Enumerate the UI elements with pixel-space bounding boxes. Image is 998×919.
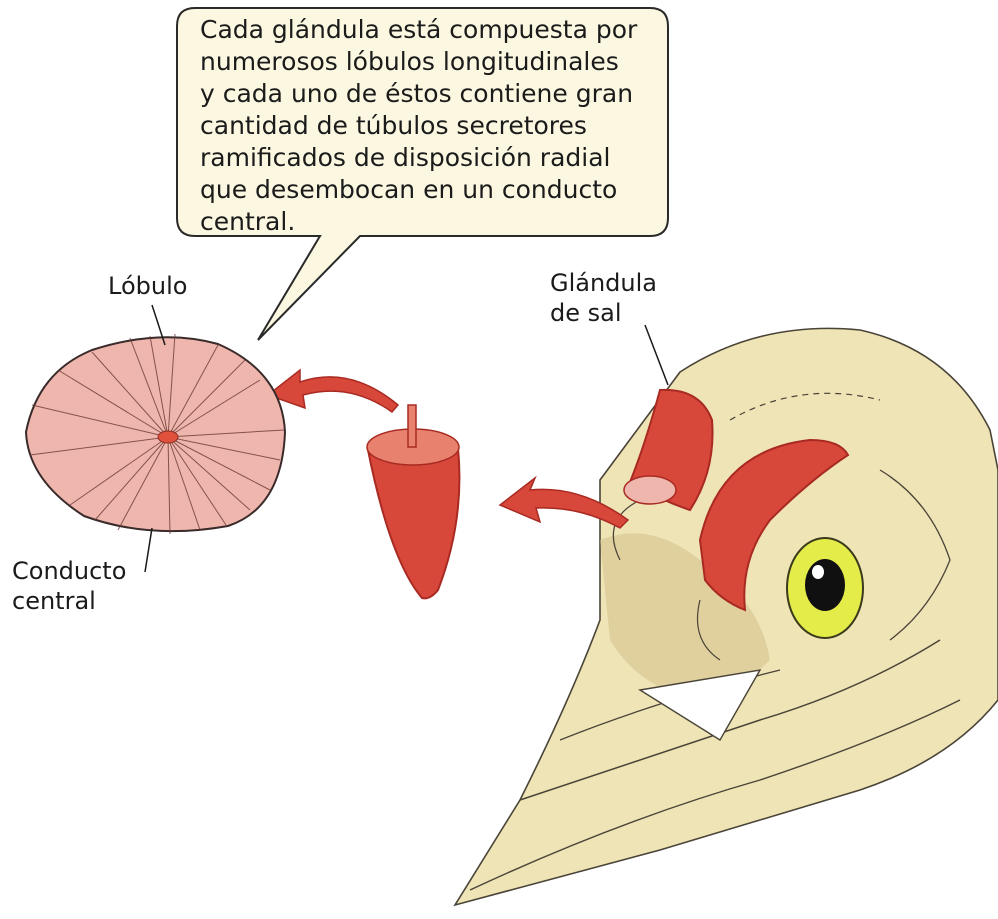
label-glandula-line2: de sal: [550, 298, 657, 328]
label-lobulo-text: Lóbulo: [108, 272, 187, 300]
callout-line: cantidad de túbulos secretores: [200, 110, 650, 142]
callout-line: numerosos lóbulos longitudinales: [200, 46, 650, 78]
callout-line: ramificados de disposición radial: [200, 142, 650, 174]
label-glandula-line1: Glándula: [550, 268, 657, 298]
callout-line: y cada uno de éstos contiene gran: [200, 78, 650, 110]
central-duct: [158, 431, 178, 443]
callout-text: Cada glándula está compuesta por numeros…: [200, 14, 650, 238]
callout-line: Cada glándula está compuesta por: [200, 14, 650, 46]
label-glandula-de-sal: Glándula de sal: [550, 268, 657, 328]
label-conducto-line2: central: [12, 586, 126, 616]
leader-glandula: [645, 325, 668, 385]
callout-line: que desembocan en un conducto: [200, 174, 650, 206]
lobule-cross-section: [26, 334, 285, 534]
arrow-to-lobule: [268, 370, 398, 412]
eye: [787, 538, 863, 638]
lobule-cone: [367, 405, 459, 598]
bird-skull: [455, 328, 998, 905]
label-lobulo: Lóbulo: [108, 271, 187, 301]
label-conducto-line1: Conducto: [12, 556, 126, 586]
callout-line: central.: [200, 206, 650, 238]
label-conducto-central: Conducto central: [12, 556, 126, 616]
leader-conducto: [145, 528, 152, 572]
